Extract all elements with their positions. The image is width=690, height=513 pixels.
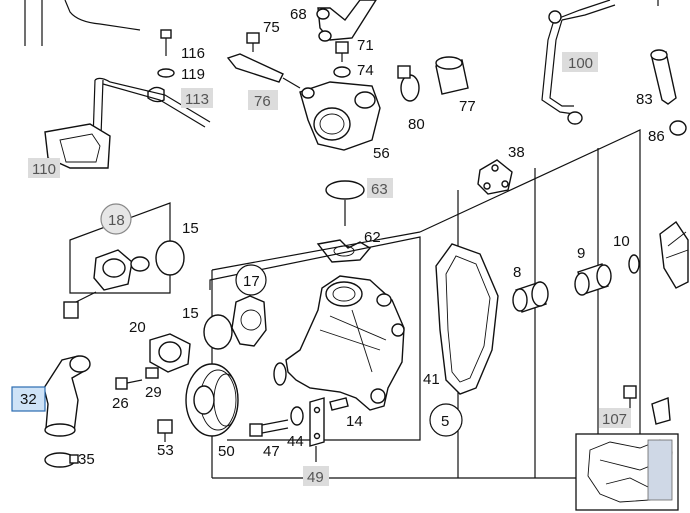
washer-119[interactable] (157, 68, 175, 78)
bracket-68[interactable] (316, 0, 377, 42)
seal-9[interactable] (574, 263, 612, 296)
label-62: 62 (364, 229, 381, 246)
label-box (181, 88, 213, 108)
label-14: 14 (346, 413, 363, 430)
bolt-71[interactable] (335, 41, 349, 62)
elbow-hose-32[interactable] (43, 355, 91, 437)
washer-29[interactable] (145, 367, 159, 379)
thermostat-18[interactable] (93, 249, 150, 291)
label-63: 63 (371, 181, 388, 198)
label-15a: 15 (182, 220, 199, 237)
label-box (562, 52, 598, 72)
label-circle (100, 203, 132, 235)
label-10: 10 (613, 233, 630, 250)
label-29: 29 (145, 384, 162, 401)
label-113: 113 (185, 91, 209, 108)
label-box (28, 158, 60, 178)
label-44: 44 (287, 433, 304, 450)
harness-wire (102, 83, 206, 128)
clamp-35[interactable] (44, 452, 79, 468)
label-41: 41 (423, 371, 440, 388)
sensor-76[interactable] (226, 53, 301, 89)
label-47: 47 (263, 443, 280, 460)
label-100: 100 (568, 55, 593, 72)
pulley-38[interactable] (477, 159, 513, 195)
label-53: 53 (157, 442, 174, 459)
label-49: 49 (307, 469, 324, 486)
label-5: 5 (441, 413, 449, 430)
sensor-107[interactable] (623, 385, 671, 425)
label-20: 20 (129, 319, 146, 336)
label-77: 77 (459, 98, 476, 115)
bolt-47[interactable] (249, 419, 289, 437)
seal-8[interactable] (512, 281, 549, 313)
label-8: 8 (513, 264, 521, 281)
gasket-62[interactable] (316, 239, 372, 263)
label-35: 35 (78, 451, 95, 468)
label-86: 86 (648, 128, 665, 145)
oring-63[interactable] (325, 180, 365, 200)
oring-15a[interactable] (155, 240, 185, 276)
label-80: 80 (408, 116, 425, 133)
washer-44[interactable] (290, 406, 304, 426)
harness-wire (100, 79, 104, 137)
label-110: 110 (32, 161, 56, 178)
pulley-50[interactable] (185, 363, 239, 437)
washer-74[interactable] (333, 66, 351, 78)
label-71: 71 (357, 37, 374, 54)
label-9: 9 (577, 245, 585, 262)
label-box (248, 90, 278, 110)
label-76: 76 (254, 93, 271, 110)
label-68: 68 (290, 6, 307, 23)
bolt-75[interactable] (246, 32, 260, 52)
clamp-86[interactable] (669, 120, 687, 136)
stud-14[interactable] (329, 397, 349, 411)
overview-thumbnail[interactable] (575, 433, 679, 511)
label-38: 38 (508, 144, 525, 161)
label-box (599, 408, 631, 428)
plate-49[interactable] (309, 397, 325, 447)
label-18: 18 (108, 212, 125, 229)
label-32: 32 (20, 391, 37, 408)
label-17: 17 (243, 273, 260, 290)
leader-frame (209, 236, 421, 441)
pipe-100[interactable] (541, 0, 616, 125)
ring-10[interactable] (628, 254, 640, 274)
oring-15b[interactable] (203, 314, 233, 350)
label-119: 119 (181, 66, 205, 83)
impeller[interactable] (659, 220, 689, 289)
label-50: 50 (218, 443, 235, 460)
thermostat-housing-56[interactable] (299, 81, 381, 151)
hose-83[interactable] (650, 49, 677, 105)
hose-clamp-80[interactable] (397, 65, 420, 102)
leader-frame-18 (69, 202, 171, 294)
bolt-53[interactable] (157, 419, 173, 442)
wire (64, 0, 141, 31)
leader-line (211, 231, 421, 271)
label-box (367, 178, 393, 198)
label-box (303, 466, 329, 486)
bolt-116[interactable] (160, 29, 172, 56)
gasket-41[interactable] (435, 243, 499, 395)
bolt-26[interactable] (115, 377, 143, 390)
label-circle (235, 264, 267, 296)
bolt-18[interactable] (63, 291, 97, 319)
label-74: 74 (357, 62, 374, 79)
label-75: 75 (263, 19, 280, 36)
label-83: 83 (636, 91, 653, 108)
hose-77[interactable] (435, 56, 469, 95)
flange-20[interactable] (149, 333, 191, 373)
leader-line (419, 129, 641, 478)
label-circle (429, 403, 463, 437)
label-26: 26 (112, 395, 129, 412)
water-pump[interactable] (273, 275, 405, 411)
label-56: 56 (373, 145, 390, 162)
harness-wire (94, 77, 211, 123)
thermostat-17[interactable] (231, 295, 267, 347)
label-15b: 15 (182, 305, 199, 322)
label-box-highlight (11, 386, 46, 412)
label-107: 107 (602, 411, 627, 428)
label-116: 116 (181, 45, 205, 62)
